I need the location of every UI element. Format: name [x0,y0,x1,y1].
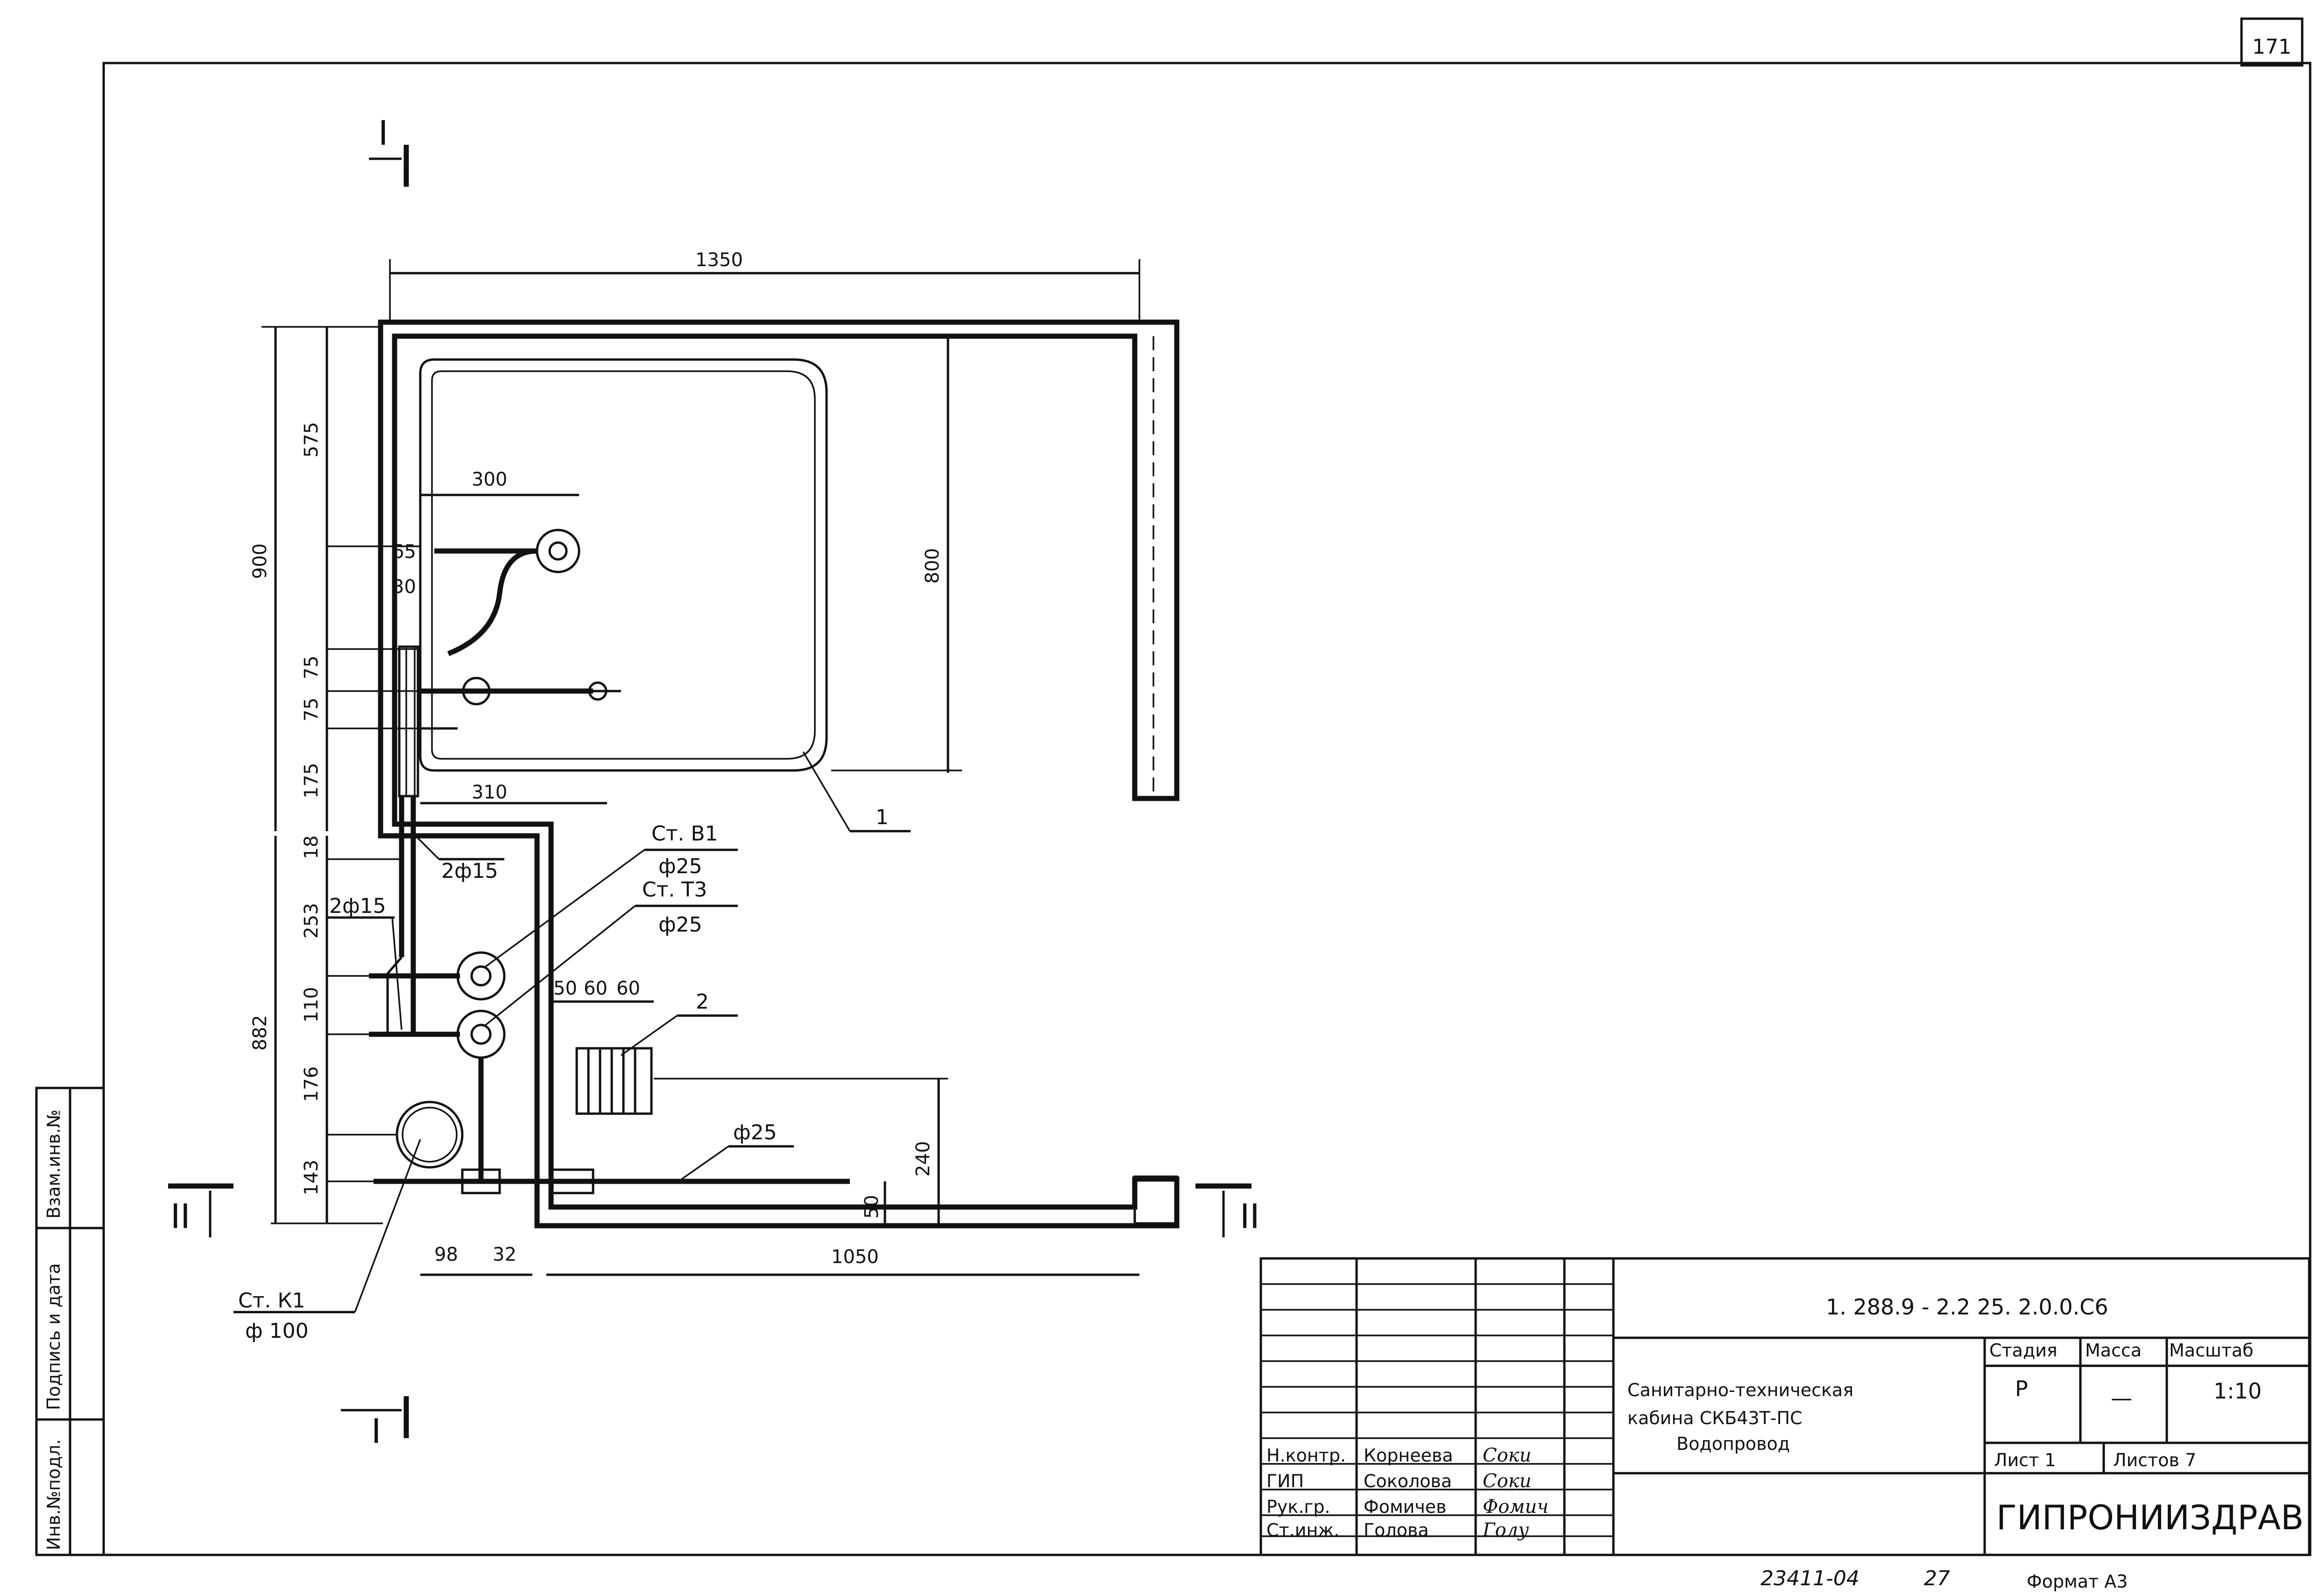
section-mark-top: I [378,113,388,153]
dim-240: 240 [912,1141,934,1177]
dim-98: 98 [434,1244,458,1265]
dim-253: 253 [301,903,322,939]
name-1: Соколова [1364,1471,1452,1491]
name-3: Голова [1364,1520,1429,1540]
dim-176: 176 [301,1066,322,1102]
riser-t3 [456,1010,506,1059]
role-0: Н.контр. [1266,1445,1346,1466]
sheets-value: Листов 7 [2113,1450,2196,1470]
stamp-vzam-inv: Взам.инв.№ [43,1109,64,1219]
role-2: Рук.гр. [1266,1497,1330,1517]
title-line-3: Водопровод [1676,1434,1790,1454]
riser-v1-label: Ст. В1 [651,822,718,846]
riser-v1 [456,951,506,1001]
footer-format: Формат А3 [2027,1571,2128,1592]
riser-t3-label: Ст. Т3 [642,878,707,902]
signature-3: Голу [1482,1519,1529,1541]
dim-1350: 1350 [695,249,743,271]
dim-30: 30 [392,576,416,598]
dim-18: 18 [301,835,322,859]
shower-drain [536,529,580,573]
signature-1: Соки [1483,1470,1531,1492]
dim-900: 900 [249,544,271,579]
dim-300: 300 [472,469,507,490]
signature-2: Фомич [1483,1496,1548,1518]
section-mark-left: II [170,1197,190,1236]
stamp-inv-podl: Инв.№подл. [43,1439,64,1550]
dim-882: 882 [249,1015,271,1051]
riser-k1-diameter: ф 100 [245,1319,309,1343]
dim-60a: 60 [584,978,608,999]
dim-65: 65 [392,541,416,563]
dim-75a: 75 [301,656,322,679]
riser-k1-label: Ст. К1 [238,1289,305,1313]
stamp-signature-date: Подпись и дата [43,1263,64,1410]
pipe-25-label: ф25 [733,1121,777,1144]
dim-110: 110 [301,987,322,1023]
leader-labels: 2ф15 2ф15 Ст. В1 ф25 Ст. Т3 ф25 Ст. К1 ф… [233,751,911,1343]
section-mark-right: II [1240,1197,1259,1236]
role-3: Ст.инж. [1266,1520,1340,1540]
sheet-number-box [2240,17,2304,67]
title-block: 1. 288.9 - 2.2 25. 2.0.0.С6 Санитарно-те… [1259,1257,2311,1556]
callout-1: 1 [876,805,889,829]
dimension-texts: 1350 900 575 800 300 65 30 75 75 175 310… [249,249,943,1268]
name-2: Фомичев [1364,1497,1447,1517]
dim-32: 32 [493,1244,516,1265]
title-line-2: кабина СКБ43Т-ПС [1627,1408,1803,1428]
dimension-lines [262,259,1140,1276]
dim-75b: 75 [301,698,322,721]
riser-t3-diameter: ф25 [658,913,702,937]
dim-60b: 60 [616,978,640,999]
sheet-value: Лист 1 [1994,1450,2056,1470]
organization-name: ГИПРОНИИЗДРАВ [1996,1498,2304,1537]
riser-v1-diameter: ф25 [658,854,702,878]
dim-800: 800 [922,548,943,584]
role-1: ГИП [1266,1471,1304,1491]
dim-50b: 50 [553,978,577,999]
footer-number: 27 [1924,1567,1950,1590]
footer-inventory: 23411-04 [1761,1567,1859,1590]
cabin-plan [369,319,1180,1229]
riser-k1 [396,1101,464,1169]
doc-code: 1. 288.9 - 2.2 25. 2.0.0.С6 [1826,1294,2108,1320]
mass-value: — [2111,1385,2132,1411]
stage-value: Р [2015,1376,2028,1401]
callout-2: 2 [696,990,709,1014]
scale-value: 1:10 [2213,1378,2262,1404]
name-0: Корнеева [1364,1445,1453,1466]
stage-header: Стадия [1989,1340,2057,1361]
dim-143: 143 [301,1160,322,1195]
pipe-2x15-left: 2ф15 [329,894,386,918]
side-stamp: Инв.№подл. Подпись и дата Взам.инв.№ [35,1087,105,1556]
section-marks: I I II II [168,113,1259,1451]
sheet-number: 171 [2252,35,2291,59]
section-mark-bottom: I [371,1412,381,1451]
dim-50: 50 [861,1195,883,1219]
scale-header: Масштаб [2169,1340,2254,1361]
pipe-2x15-top: 2ф15 [441,859,498,883]
mass-header: Масса [2085,1340,2142,1361]
dim-175: 175 [301,763,322,798]
dim-1050: 1050 [831,1246,879,1268]
signature-0: Соки [1483,1445,1531,1466]
dim-575: 575 [301,422,322,458]
sheet-frame [102,62,2312,1556]
dim-310: 310 [472,782,507,803]
title-line-1: Санитарно-техническая [1627,1380,1853,1400]
radiator [575,1047,653,1115]
